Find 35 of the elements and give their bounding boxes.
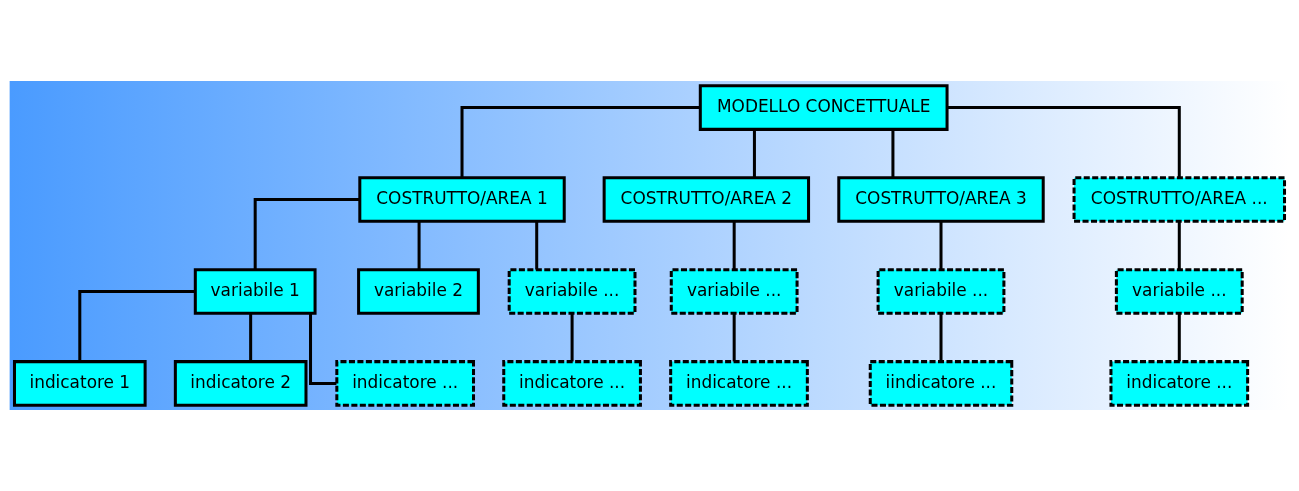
- connector: [752, 129, 756, 178]
- connector: [249, 313, 253, 362]
- connector: [535, 221, 539, 270]
- connector: [1177, 221, 1181, 270]
- node-box: variabile 2: [357, 268, 480, 315]
- node-box: indicatore ...: [1109, 360, 1250, 407]
- node-box: COSTRUTTO/AREA ...: [1072, 176, 1287, 223]
- connector: [891, 129, 895, 178]
- connector: [253, 198, 360, 270]
- node-box: iindicatore ...: [868, 360, 1014, 407]
- node-box: variabile ...: [507, 268, 637, 315]
- connector: [460, 106, 701, 178]
- connector: [732, 313, 736, 362]
- connector: [939, 313, 943, 362]
- node-box: COSTRUTTO/AREA 1: [358, 176, 566, 223]
- node-box: variabile ...: [669, 268, 799, 315]
- connector: [939, 221, 943, 270]
- node-box: indicatore 1: [12, 360, 147, 407]
- connector: [570, 313, 574, 362]
- node-box: variabile 1: [193, 268, 317, 315]
- node-box: indicatore 2: [173, 360, 308, 407]
- connector: [417, 221, 421, 270]
- node-box: indicatore ...: [335, 360, 475, 407]
- connector: [1177, 313, 1181, 362]
- connector: [732, 221, 736, 270]
- node-box: COSTRUTTO/AREA 3: [837, 176, 1045, 223]
- node-box: variabile ...: [876, 268, 1006, 315]
- node-box: MODELLO CONCETTUALE: [698, 84, 949, 131]
- node-box: indicatore ...: [669, 360, 809, 407]
- connector: [947, 106, 1181, 178]
- node-box: variabile ...: [1114, 268, 1244, 315]
- node-box: COSTRUTTO/AREA 2: [602, 176, 811, 223]
- connector: [78, 289, 195, 362]
- connector: [309, 313, 337, 385]
- node-box: indicatore ...: [502, 360, 642, 407]
